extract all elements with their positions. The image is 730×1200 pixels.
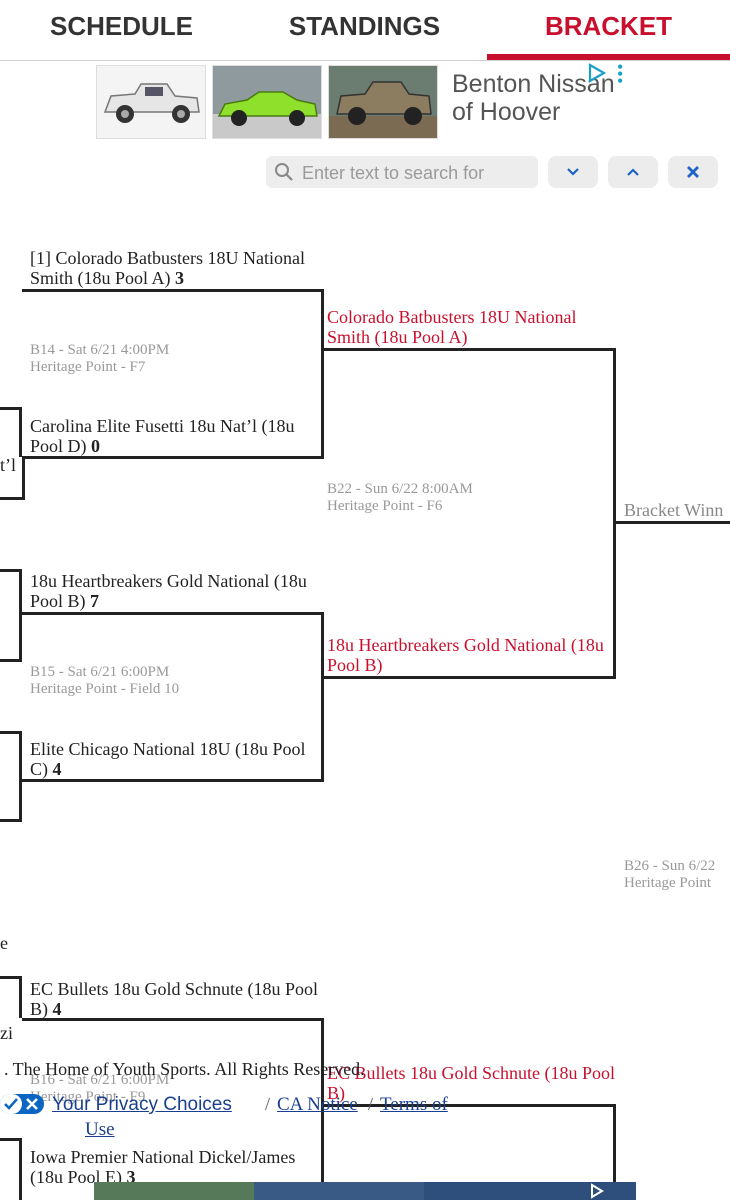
bracket-line [19,569,22,662]
game-location: Heritage Point - F6 [327,498,443,514]
bracket-line [22,456,324,459]
winner-slot[interactable]: 18u Heartbreakers Gold National (18u Poo… [327,635,604,675]
bracket-line [22,289,324,292]
bracket-line [19,976,22,1018]
search-input[interactable] [300,159,536,187]
bracket-line [22,612,324,615]
terms-of-use-link-continued[interactable]: Use [85,1119,115,1140]
ad-sportscar-image [212,65,322,139]
winner-slot[interactable]: EC Bullets 18u Gold Schnute (18u Pool B) [327,1063,615,1103]
ca-notice-link[interactable]: CA Notice [277,1094,358,1115]
terms-of-use-link[interactable]: Terms of [380,1094,448,1115]
game-location: Heritage Point [624,875,712,891]
bracket-line [0,819,22,822]
footer-separator: / [265,1094,271,1114]
ad-truck-image [96,65,206,139]
search-next-button[interactable] [548,156,598,188]
bracket-line [321,676,616,679]
team-slot[interactable]: Elite Chicago National 18U (18u Pool C) … [30,739,306,779]
team-score: 4 [52,999,62,1019]
bracket-line [0,407,22,410]
tab-standings[interactable]: STANDINGS [288,11,441,41]
bracket-line [22,779,324,782]
active-tab-indicator [487,54,730,60]
bracket-winner-label: Bracket Winn [624,500,724,520]
game-info: B16 - Sat 6/21 6:00PM [30,1072,170,1088]
team-slot[interactable]: [1] Colorado Batbusters 18U National Smi… [30,248,305,288]
tab-bracket[interactable]: BRACKET [544,11,673,41]
truncated-team-fragment: e [0,933,8,953]
game-info: B26 - Sun 6/22 [624,858,716,874]
bracket-line [321,1018,324,1200]
winner-slot[interactable]: Colorado Batbusters 18U National Smith (… [327,307,577,347]
bracket-line [0,659,22,662]
bracket-line [613,521,730,524]
game-info: B15 - Sat 6/21 6:00PM [30,664,170,680]
search-clear-button[interactable] [668,156,718,188]
bracket-line [321,348,616,351]
bracket-line [321,1104,616,1107]
bracket-line [0,569,22,572]
privacy-choices-icon [0,1094,44,1114]
bracket-line [321,289,324,459]
team-score: 3 [126,1167,136,1187]
team-score: 4 [52,759,62,779]
game-location: Heritage Point - Field 10 [30,681,180,697]
tab-bar: SCHEDULE STANDINGS BRACKET [0,0,730,61]
search-bar [266,156,538,188]
privacy-choices-link[interactable]: Your Privacy Choices [52,1094,232,1115]
bracket-line [613,1104,616,1200]
game-location: Heritage Point - F7 [30,359,146,375]
game-location: Heritage Point - F9 [30,1089,146,1105]
team-slot[interactable]: Carolina Elite Fusetti 18u Nat’l (18u Po… [30,416,295,456]
search-prev-button[interactable] [608,156,658,188]
bracket-line [19,407,22,457]
bracket-line [19,731,22,822]
bracket-line [0,731,22,734]
bracket-line [0,976,22,979]
bracket-line [22,456,25,500]
bracket-line [613,348,616,679]
bracket-line [0,1138,22,1141]
bracket-line [0,497,22,500]
bracket-line [19,1138,22,1200]
footer-separator: / [368,1094,374,1114]
truncated-team-fragment: zi [0,1023,13,1043]
ad-pickup-image [328,65,438,139]
team-score: 3 [175,268,185,288]
team-score: 7 [90,591,100,611]
team-score: 0 [91,436,101,456]
game-info: B14 - Sat 6/21 4:00PM [30,342,170,358]
ad-banner[interactable] [96,62,636,142]
bracket-line [22,1018,324,1021]
ad-choices-icon[interactable] [587,63,607,83]
ad-menu-icon[interactable]: ••• [617,57,624,91]
game-info: B22 - Sun 6/22 8:00AM [327,481,473,497]
ad-advertiser-text[interactable]: Benton Nissan of Hoover [452,70,615,126]
search-icon [274,162,294,187]
team-slot[interactable]: 18u Heartbreakers Gold National (18u Poo… [30,571,307,611]
bottom-ad-banner[interactable] [94,1182,636,1200]
truncated-team-fragment: t’l [0,455,16,475]
team-slot[interactable]: Iowa Premier National Dickel/James (18u … [30,1147,296,1187]
team-slot[interactable]: EC Bullets 18u Gold Schnute (18u Pool B)… [30,979,318,1019]
copyright-text: . The Home of Youth Sports. All Rights R… [4,1059,365,1079]
bracket-line [321,612,324,782]
tab-schedule[interactable]: SCHEDULE [49,11,193,41]
